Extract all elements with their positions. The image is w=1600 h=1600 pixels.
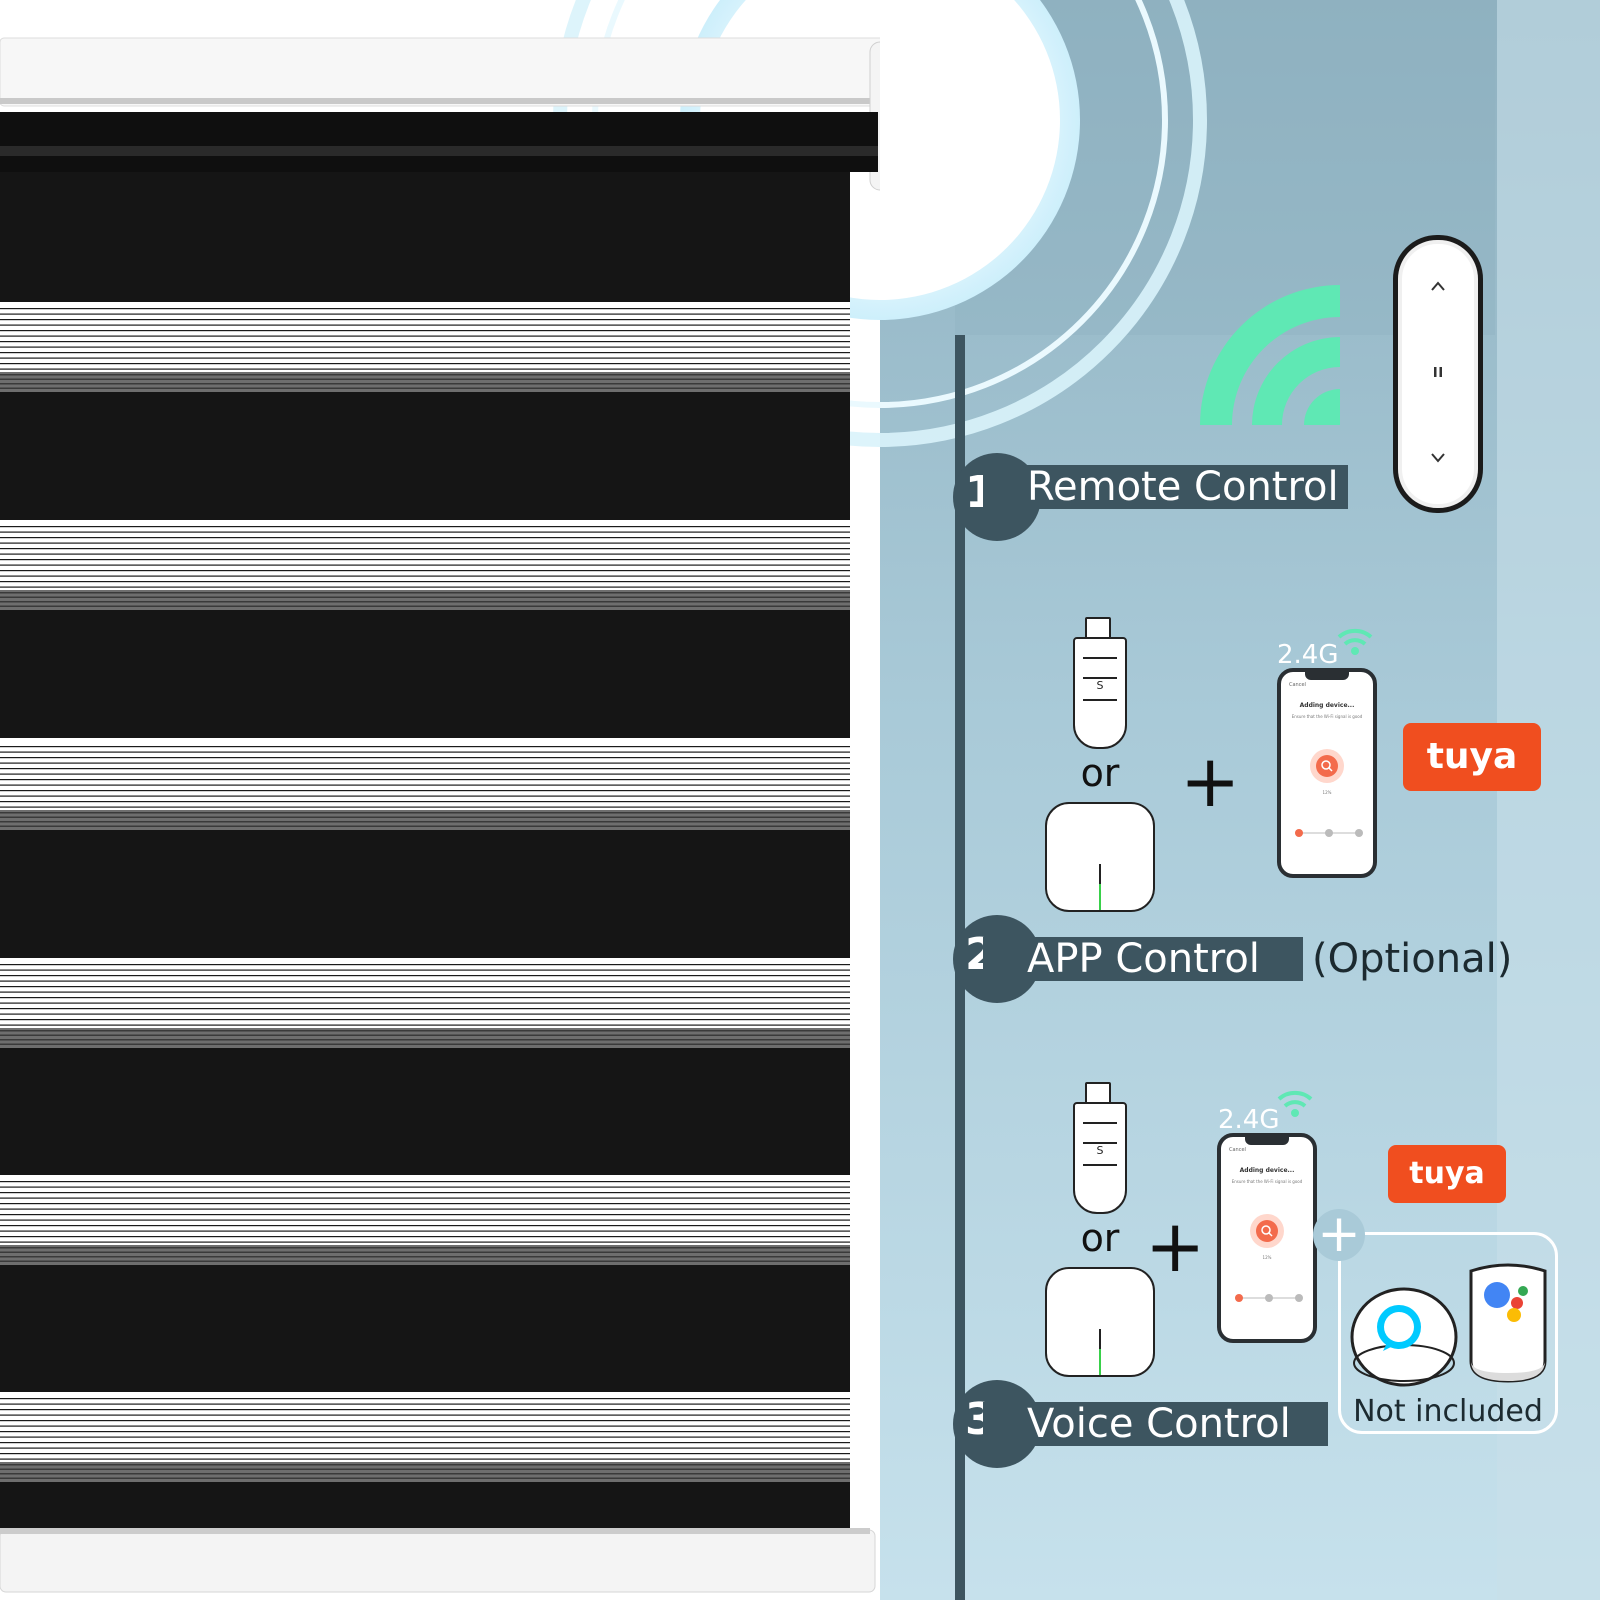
smartphone-app: Cancel Adding device... Ensure that the … (1277, 668, 1377, 878)
app-control-banner: APP Control (983, 937, 1303, 981)
voice-assistant-box: + Not included (1313, 1208, 1558, 1434)
blind-texture-strip (0, 1462, 850, 1482)
smartphone-app: Cancel Adding device... Ensure that the … (1217, 1133, 1317, 1343)
phone-cancel: Cancel (1289, 682, 1306, 688)
remote-pause-icon (1434, 367, 1442, 377)
blind-texture-strip (0, 810, 850, 830)
app-control-label: APP Control (1027, 936, 1260, 982)
phone-title: Adding device... (1299, 702, 1355, 709)
band-label: 2.4G (1277, 640, 1339, 670)
wifi-signal-icon (1277, 1090, 1313, 1117)
wifi-signal-icon (1337, 628, 1373, 655)
phone-progress: 12% (1262, 1255, 1272, 1260)
blind-fabric (0, 172, 850, 1542)
search-icon (1250, 1214, 1284, 1248)
wifi-hub-device (1045, 1267, 1155, 1377)
blind-sheer-band (0, 958, 850, 1028)
phone-subtitle: Ensure that the Wi-Fi signal is good (1291, 714, 1363, 719)
not-included-note: Not included (1353, 1394, 1543, 1429)
bottom-rail (0, 1529, 876, 1593)
blind-dark-band (0, 392, 850, 520)
blind-texture-strip (0, 372, 850, 392)
blind-sheer-band (0, 520, 850, 590)
optional-note: (Optional) (1312, 936, 1513, 982)
remote-up-icon (1431, 281, 1445, 291)
plus-sign: + (1313, 1208, 1365, 1261)
remote-control-banner: Remote Control (983, 465, 1348, 509)
usb-dongle: S (1073, 1082, 1127, 1214)
blind-dark-band (0, 172, 850, 302)
blind-dark-band (0, 1265, 850, 1393)
or-label: or (1080, 1216, 1120, 1260)
usb-dongle: S (1073, 617, 1127, 749)
dongle-label: S (1096, 1144, 1104, 1157)
blind-texture-strip (0, 1028, 850, 1048)
blind-sheer-band (0, 302, 850, 372)
blind-texture-strip (0, 590, 850, 610)
control-panel: 1 Remote Control S or + 2.4G Cancel Addi… (953, 235, 1600, 1600)
tuya-logo: tuya (1388, 1145, 1506, 1203)
phone-title: Adding device... (1239, 1167, 1295, 1174)
zebra-roller-blind (0, 37, 880, 1593)
blind-dark-band (0, 1048, 850, 1176)
head-rail (0, 37, 880, 107)
blind-dark-band (0, 610, 850, 738)
dongle-label: S (1096, 679, 1104, 692)
band-label: 2.4G (1218, 1105, 1280, 1135)
google-home-speaker (1469, 1263, 1547, 1383)
alexa-echo-dot (1350, 1287, 1458, 1387)
or-label: or (1080, 751, 1120, 795)
wifi-hub-device (1045, 802, 1155, 912)
phone-subtitle: Ensure that the Wi-Fi signal is good (1231, 1179, 1303, 1184)
alexa-ring-icon (1377, 1305, 1421, 1351)
plus-sign: + (1180, 739, 1241, 823)
voice-control-banner: Voice Control (983, 1402, 1328, 1446)
blind-dark-band (0, 830, 850, 958)
blind-sheer-band (0, 1175, 850, 1245)
remote-control-device (1393, 235, 1483, 513)
blind-sheer-band (0, 740, 850, 810)
phone-cancel: Cancel (1229, 1147, 1246, 1153)
google-dots-icon (1484, 1282, 1528, 1322)
blind-sheer-band (0, 1392, 850, 1462)
wifi-signal-icon (1200, 285, 1340, 425)
plus-sign: + (1145, 1204, 1206, 1288)
remote-down-icon (1431, 453, 1445, 463)
voice-control-label: Voice Control (1027, 1401, 1291, 1447)
tuya-logo: tuya (1403, 723, 1541, 791)
remote-control-label: Remote Control (1027, 464, 1339, 510)
blind-texture-strip (0, 1245, 850, 1265)
phone-progress: 12% (1322, 790, 1332, 795)
search-icon (1310, 749, 1344, 783)
